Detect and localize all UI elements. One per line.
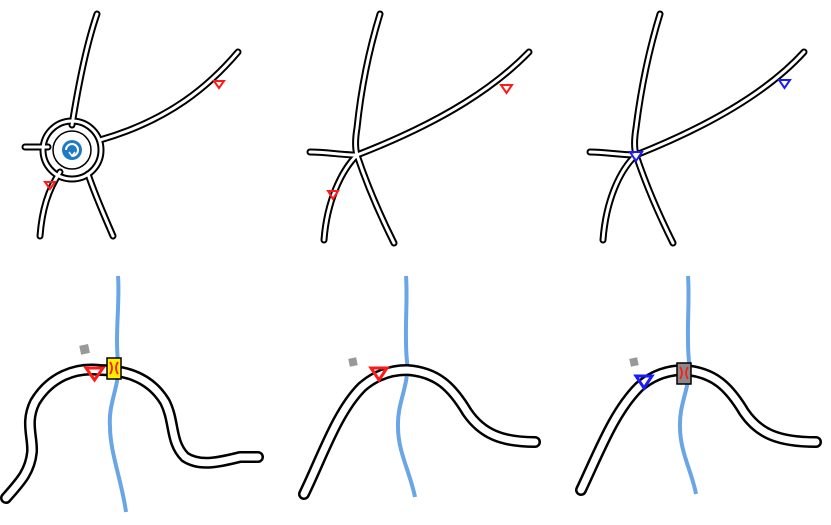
map-bridge-simplified [298,275,541,500]
blue-triangle-marker [777,79,792,90]
map-crossing-generalized [586,10,808,247]
map-bridge-original [0,275,264,513]
red-triangle-marker [499,84,514,95]
building [348,357,358,367]
red-triangle-marker [326,190,340,201]
blue-triangle-marker [628,151,644,163]
building [629,357,639,367]
roundabout-icon [62,140,82,160]
bridge-icon [679,366,689,380]
river [107,275,128,513]
river [677,275,698,495]
red-triangle-marker [83,366,106,383]
river [395,275,417,498]
blue-triangle-marker [633,374,655,391]
bridge-marker [676,362,692,385]
bridge-marker [106,357,122,380]
panel-crossing-generalized [554,0,831,262]
building [79,344,90,355]
red-triangle-marker [212,80,226,90]
map-bridge-generalized [575,275,822,496]
panel-crossing [277,0,554,262]
panel-bridge-simplified [277,262,554,525]
map-crossing [306,10,533,247]
red-triangle-marker [43,181,57,191]
map-roundabout [21,10,242,240]
panel-bridge-generalized [554,262,831,525]
panel-bridge-original [0,262,277,525]
bridge-icon [109,361,119,375]
red-triangle-marker [368,366,390,383]
panel-roundabout [0,0,277,262]
